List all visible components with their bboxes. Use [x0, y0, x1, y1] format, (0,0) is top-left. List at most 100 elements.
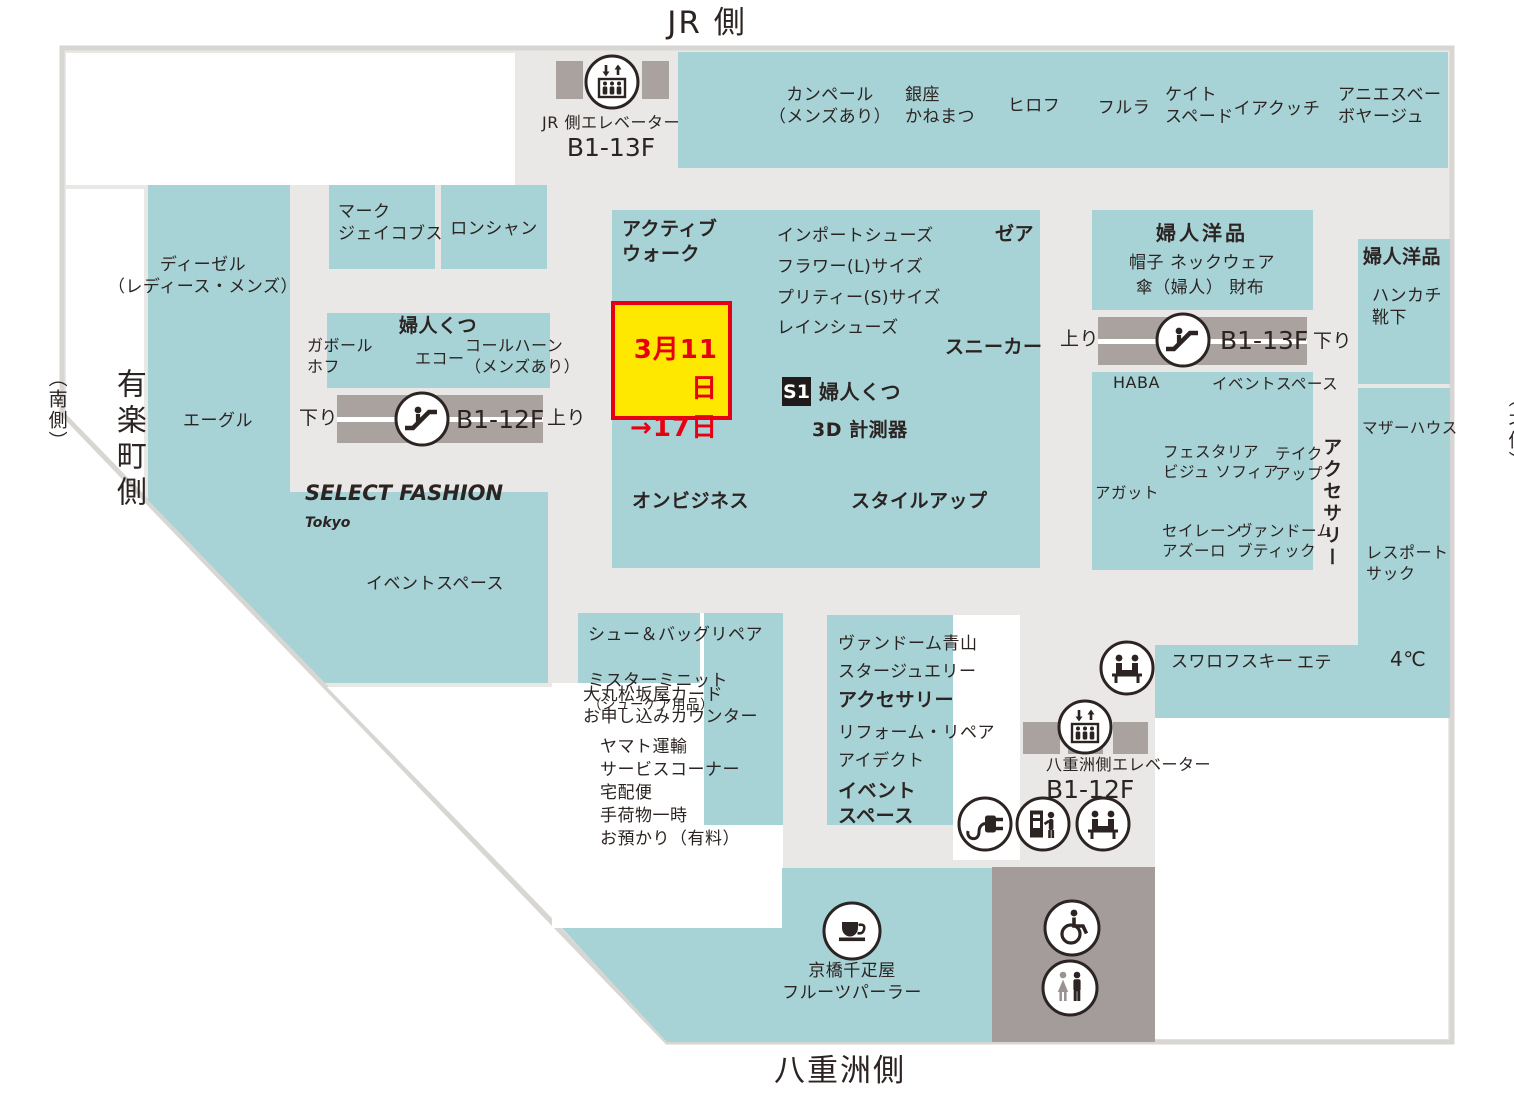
shop-agnes-b-voyage: アニエスベー ボヤージュ: [1338, 85, 1442, 128]
yamato-service-corner: ヤマト運輸 サービスコーナー 宅配便 手荷物一時 お預かり（有料）: [600, 737, 740, 849]
shop-ete: エテ: [1297, 653, 1332, 673]
shop-zea: ゼア: [995, 223, 1035, 245]
compass-yaesu-side: 八重洲側: [774, 1053, 906, 1089]
shop-mother-house: マザーハウス: [1362, 419, 1458, 437]
shop-marc-jacobs: マーク ジェイコブス: [338, 202, 443, 245]
east-womens-line1: 帽子 ネックウェア: [1129, 253, 1275, 273]
compass-jr-side: JR 側: [667, 5, 747, 41]
zone-3d-measure: 3D 計測器: [812, 419, 908, 441]
elevator-icon: [1057, 699, 1113, 755]
zone-pretty-s-size: プリティー(S)サイズ: [777, 288, 942, 308]
shop-gabor-hof: ガボール ホフ: [307, 336, 374, 377]
shop-cole-haan: コールハーン （メンズあり）: [465, 336, 581, 377]
shop-iacucci: イアクッチ: [1233, 99, 1321, 119]
shop-kate-spade: ケイト スペード: [1165, 85, 1234, 128]
power-plug-icon: [957, 796, 1013, 852]
block-fruit-parlor: [562, 868, 992, 1042]
compass-yurakucho-sub: （南側）: [45, 368, 68, 452]
block-vendome-aoyama: [827, 615, 953, 825]
block-service-side: [704, 613, 783, 825]
mister-minit-sub: （シューケア用品）: [588, 696, 714, 713]
shop-lesportsac: レスポート サック: [1366, 543, 1449, 584]
shop-siren-azzurro: セイレーン アズーロ: [1162, 522, 1242, 561]
escalator-west-floors: B1-12F: [456, 405, 545, 434]
event-dates: 3月11日 →17日: [630, 335, 718, 443]
shop-furla: フルラ: [1097, 98, 1151, 118]
east-womens-line2: 傘（婦人） 財布: [1135, 278, 1265, 298]
jr-elevator-floors: B1-13F: [566, 133, 656, 162]
shop-diesel: ディーゼル （レディース・メンズ）: [107, 255, 299, 298]
zone-import-shoes: インポートシューズ: [777, 226, 934, 246]
shop-swarovski: スワロフスキー: [1171, 652, 1294, 672]
escalator-east-floors: B1-13F: [1220, 326, 1309, 355]
block-longchamp: [441, 185, 547, 269]
shop-ginza-kanematsu: 銀座 かねまつ: [905, 85, 975, 128]
escalator-icon: [396, 393, 448, 445]
select-fashion-label: SELECT FASHION Tokyo: [305, 452, 503, 535]
jr-elevator-label: JR 側エレベーター: [542, 113, 680, 132]
shop-mister-minit: ミスターミニット （シューケア用品）: [588, 648, 728, 715]
zone-lower-left: [327, 687, 562, 928]
select-fashion-sub: Tokyo: [305, 515, 351, 532]
jr-elevator-shaft: [642, 61, 669, 99]
shop-four-c: 4℃: [1390, 647, 1427, 671]
select-fashion-name: SELECT FASHION: [305, 480, 504, 505]
zone-top-left: [66, 53, 515, 185]
block-west-shops: [148, 185, 548, 683]
block-swarovski-row: [1155, 645, 1448, 718]
daimaru-card-counter: 大丸松坂屋カード お申し込みカウンター: [583, 685, 758, 728]
shop-kyobashi-sembikiya: 京橋千疋屋 フルーツパーラー: [782, 961, 922, 1004]
escalator-east-up: 上り: [1060, 328, 1100, 350]
shop-hirofu: ヒロフ: [1007, 96, 1061, 116]
zone-on-business: オンビジネス: [632, 490, 750, 512]
escalator-west-up: 上り: [547, 407, 587, 429]
yaesu-elevator-floors: B1-12F: [1046, 775, 1135, 804]
event-highlight-box: [611, 301, 732, 420]
zone-reform-repair: リフォーム・リペア: [838, 723, 995, 743]
shop-star-jewelry: スタージュエリー: [838, 662, 977, 682]
zone-rain-shoes: レインシューズ: [777, 318, 899, 338]
escalator-west-down: 下り: [299, 407, 339, 429]
yaesu-elevator-shaft: [1023, 722, 1060, 754]
right-womens-title: 婦人洋品: [1362, 246, 1442, 268]
elevator-icon: [584, 54, 640, 110]
zone-flower-l-size: フラワー(L)サイズ: [777, 257, 924, 277]
shop-longchamp: ロンシャン: [450, 219, 538, 239]
accessories-vertical-label: アクセサリー: [1320, 437, 1343, 569]
zone-left-margin: [66, 189, 144, 494]
rest-bench-icon: [1099, 640, 1155, 696]
escalator-east-down: 下り: [1313, 330, 1353, 352]
event-space-east: イベントスペース: [1212, 375, 1339, 393]
cafe-icon: [822, 901, 882, 961]
shop-aigle: エーグル: [183, 411, 253, 431]
shop-campere: カンペール （メンズあり）: [768, 85, 892, 128]
womens-shoes-center: 婦人くつ: [819, 380, 901, 404]
shop-haba: HABA: [1113, 373, 1160, 392]
zone-shoe-bag-repair: シュー＆バッグリペア: [588, 625, 763, 645]
divider: [700, 613, 704, 683]
block-east-womens: [1092, 210, 1313, 310]
event-space-south: イベント スペース: [838, 780, 917, 828]
shop-agete: アガット: [1095, 484, 1160, 502]
restroom-icon: [1041, 959, 1099, 1017]
yaesu-elevator-label: 八重洲側エレベーター: [1046, 755, 1212, 774]
shop-vendome-boutique: ヴァンドーム ブティック: [1237, 522, 1333, 561]
mister-minit-name: ミスターミニット: [588, 671, 728, 692]
yaesu-elevator-shaft: [1113, 722, 1148, 754]
zone-hanky-socks: ハンカチ 靴下: [1372, 286, 1442, 329]
compass-kanda-side: 神田側 （北側）: [1464, 388, 1514, 496]
shop-aidect: アイデクト: [838, 751, 925, 771]
block-accessories: [1092, 372, 1313, 570]
zone-active-walk: アクティブ ウォーク: [622, 218, 718, 266]
shop-ecco: エコー: [415, 349, 465, 368]
zone-accessory: アクセサリー: [838, 689, 955, 711]
zone-sneaker: スニーカー: [945, 336, 1043, 358]
block-right-womens: [1358, 239, 1450, 384]
shop-vendome-aoyama: ヴァンドーム青山: [838, 634, 978, 654]
womens-shoes-west-title: 婦人くつ: [398, 315, 478, 337]
shop-festaria: フェスタリア ビジュ ソフィア: [1163, 443, 1280, 482]
event-space-west: イベントスペース: [366, 574, 504, 594]
block-marc-jacobs: [329, 185, 435, 269]
